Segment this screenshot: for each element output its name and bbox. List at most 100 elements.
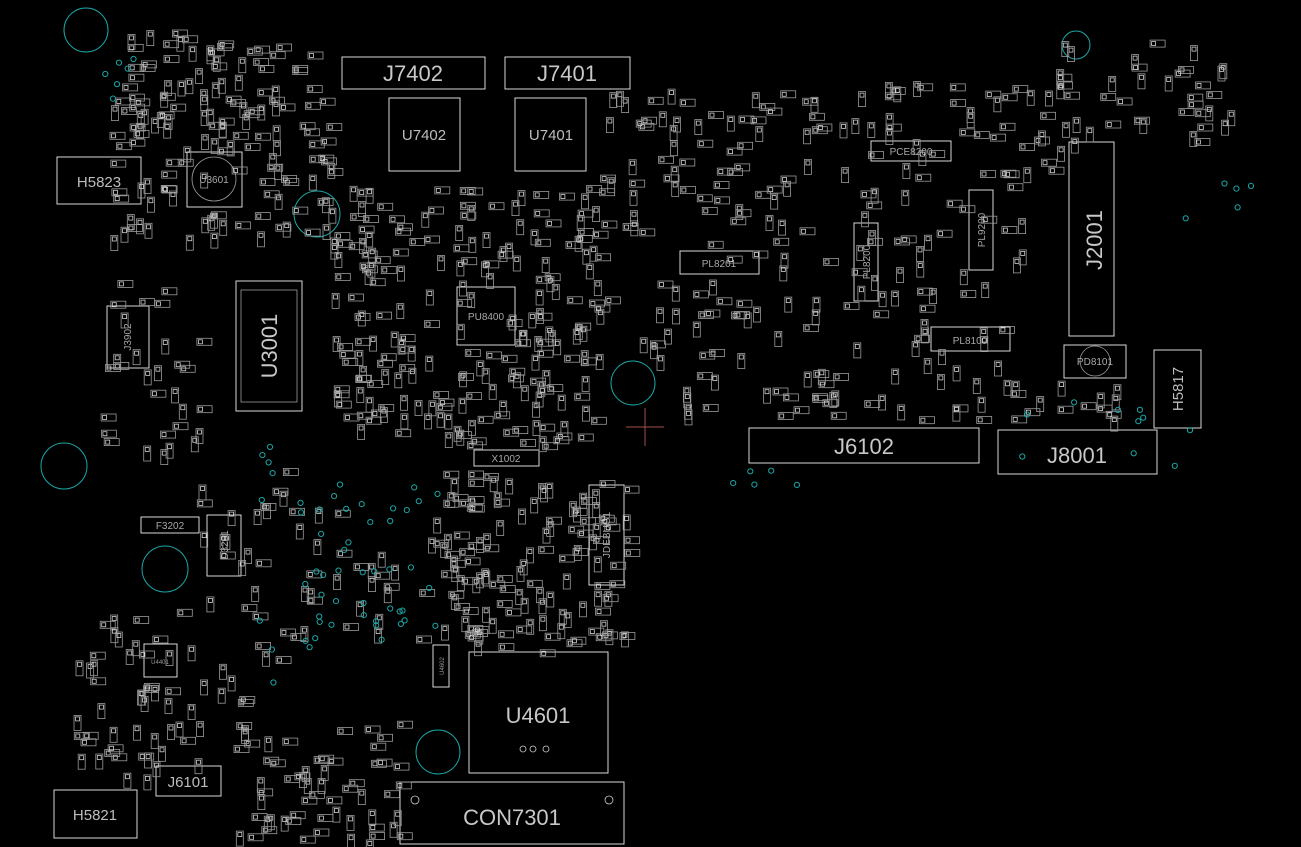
chip-u7401[interactable]: U7401 — [514, 97, 587, 172]
smd-pad — [1024, 168, 1030, 174]
chip-u3001[interactable]: U3001 — [235, 280, 303, 412]
smd-footprint — [813, 370, 830, 379]
smd-footprint — [361, 265, 378, 274]
chip-u4401[interactable]: U4401 — [143, 643, 178, 678]
smd-footprint — [533, 190, 550, 199]
smd-footprint — [143, 445, 152, 462]
smd-footprint — [980, 170, 996, 178]
smd-pad — [240, 103, 246, 109]
chip-u7402[interactable]: U7402 — [388, 97, 461, 172]
smd-footprint — [600, 517, 617, 526]
smd-footprint — [594, 590, 602, 607]
chip-u4602[interactable]: U4602 — [432, 644, 450, 688]
inductor-pl8201[interactable]: PL8201 — [679, 250, 760, 275]
component-pce8200[interactable]: PCE8200 — [870, 140, 952, 162]
smd-footprint — [368, 247, 377, 264]
smd-pad — [375, 573, 381, 579]
via — [297, 509, 305, 516]
smd-footprint — [540, 486, 548, 503]
smd-pad — [102, 415, 107, 420]
smd-footprint — [357, 424, 366, 440]
fuse-f3202-label: F3202 — [156, 521, 185, 532]
smd-footprint — [350, 213, 367, 221]
smd-footprint — [498, 630, 515, 639]
smd-pad — [258, 795, 264, 801]
connector-j6101[interactable]: J6101 — [155, 765, 222, 797]
smd-footprint — [1061, 41, 1070, 57]
smd-pad — [1013, 382, 1019, 388]
smd-pad — [451, 561, 457, 567]
inductor-pl8200[interactable]: PL8200 — [853, 222, 879, 302]
smd-pad — [333, 294, 339, 300]
smd-footprint — [244, 143, 261, 151]
smd-footprint — [602, 594, 619, 603]
smd-pad — [774, 389, 779, 394]
smd-footprint — [143, 685, 160, 693]
connector-j3902[interactable]: J3902 — [106, 305, 150, 369]
connector-con7301[interactable]: CON7301 — [399, 781, 625, 845]
diode-d3201[interactable]: D3201 — [206, 514, 242, 577]
smd-pad — [583, 407, 589, 413]
fuse-f3202[interactable]: F3202 — [140, 516, 200, 534]
hole-h5823[interactable]: H5823 — [56, 156, 142, 205]
smd-pad — [954, 366, 959, 372]
connector-j7401[interactable]: J7401 — [504, 56, 631, 90]
smd-footprint — [494, 411, 511, 420]
smd-pad — [575, 546, 581, 552]
via — [371, 568, 378, 575]
component-pd8101[interactable]: PD8101 — [1063, 344, 1127, 379]
smd-footprint — [176, 35, 185, 52]
smd-footprint — [421, 211, 430, 228]
smd-footprint — [365, 416, 382, 425]
diode-d3201-label: D3201 — [220, 530, 231, 560]
chip-u3601[interactable]: U3601 — [186, 151, 243, 208]
via — [313, 568, 320, 575]
chip-u4601[interactable]: U4601 — [468, 651, 609, 774]
smd-footprint — [977, 396, 986, 413]
smd-pad — [122, 314, 127, 319]
smd-footprint — [269, 759, 286, 768]
inductor-pl9200[interactable]: PL9200 — [968, 189, 994, 271]
smd-footprint — [1105, 410, 1122, 419]
hole-h5817[interactable]: H5817 — [1153, 349, 1202, 429]
via — [1135, 418, 1142, 425]
chip-pu8400[interactable]: PU8400 — [456, 286, 516, 346]
connector-j7402[interactable]: J7402 — [341, 56, 486, 90]
smd-footprint — [553, 339, 562, 356]
connector-j2001[interactable]: J2001 — [1068, 141, 1115, 337]
smd-pad — [483, 369, 489, 375]
connector-jdebug1[interactable]: JDEBUG1 — [588, 484, 625, 586]
smd-pad — [767, 216, 772, 222]
smd-pad — [845, 303, 850, 309]
connector-j8001[interactable]: J8001 — [997, 429, 1158, 475]
crystal-x1002[interactable]: X1002 — [473, 449, 540, 467]
smd-pad — [444, 472, 450, 478]
smd-pad — [364, 216, 370, 222]
hole-h5821[interactable]: H5821 — [53, 789, 138, 839]
inductor-pl8100[interactable]: PL8100 — [930, 326, 1011, 352]
via — [1247, 182, 1255, 189]
smd-pad — [597, 634, 603, 640]
smd-pad — [1074, 118, 1079, 124]
smd-pad — [367, 841, 373, 846]
smd-footprint — [396, 265, 405, 282]
smd-pad — [514, 257, 520, 262]
smd-footprint — [459, 186, 476, 195]
smd-pad — [140, 652, 146, 657]
smd-pad — [259, 66, 265, 72]
smd-pad — [91, 661, 97, 667]
smd-footprint — [917, 83, 934, 92]
smd-footprint — [461, 257, 478, 266]
smd-pad — [356, 339, 362, 345]
smd-footprint — [395, 429, 412, 438]
via — [397, 620, 404, 628]
connector-j6102[interactable]: J6102 — [748, 427, 980, 464]
smd-footprint — [518, 330, 527, 347]
smd-pad — [160, 113, 166, 118]
smd-pad — [359, 790, 365, 796]
smd-pad — [630, 160, 635, 166]
smd-footprint — [211, 62, 228, 71]
smd-pad — [105, 439, 111, 445]
smd-footprint — [234, 221, 251, 230]
